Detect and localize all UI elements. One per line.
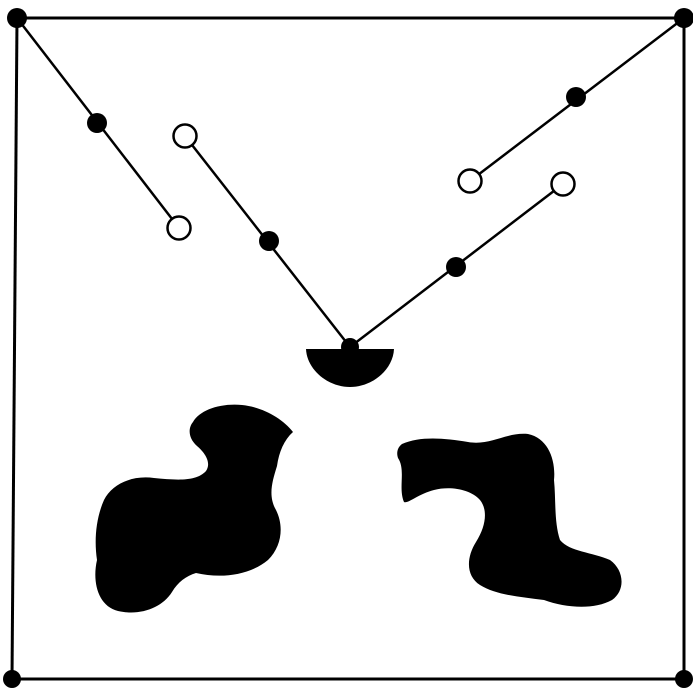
hollow-endpoint-right-inner	[552, 173, 575, 196]
filled-node-left-inner	[259, 231, 279, 251]
filled-node-right-outer	[566, 87, 586, 107]
filled-node-right-inner	[446, 257, 466, 277]
filled-node-left-outer	[87, 113, 107, 133]
hollow-endpoint-left-outer	[168, 217, 191, 240]
corner-marker-bottom-right	[675, 670, 693, 688]
hollow-endpoint-left-inner	[174, 125, 197, 148]
corner-marker-bottom-left	[3, 670, 21, 688]
hollow-endpoint-right-outer	[459, 170, 482, 193]
